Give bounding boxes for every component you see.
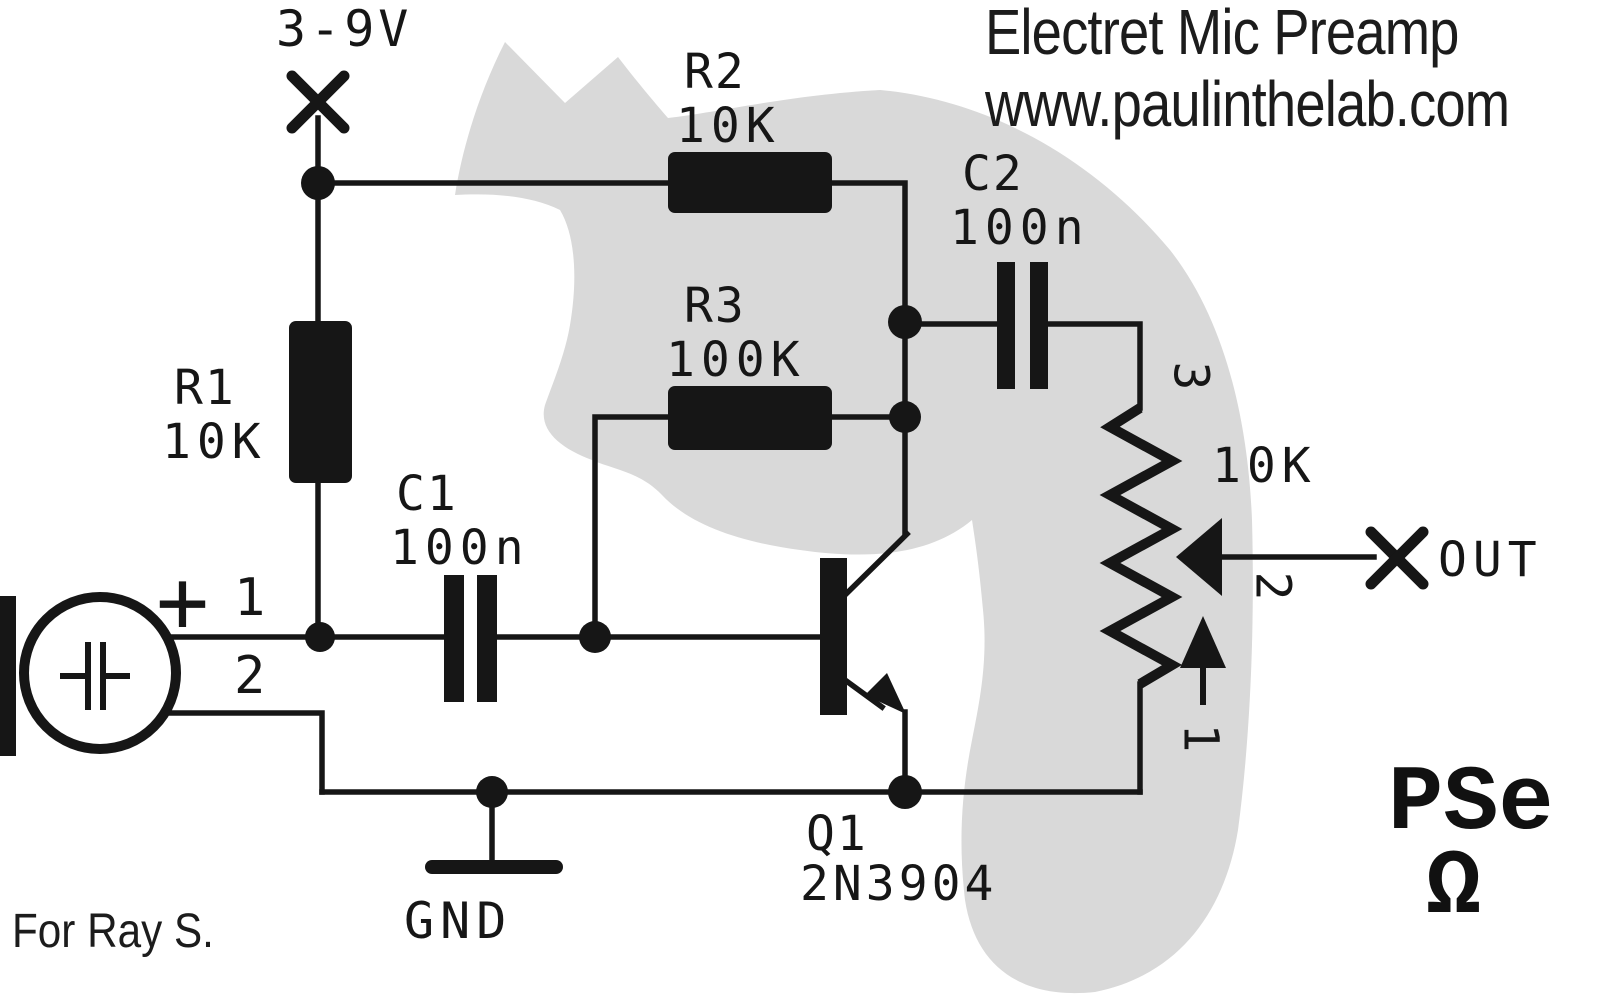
junction-base-node: [579, 621, 611, 653]
wire-r3-left-to-base-node: [592, 414, 671, 640]
wire-emitter-diag: [841, 676, 886, 711]
c1-value-label: 100n: [390, 520, 530, 576]
junction-dots: [301, 166, 922, 809]
junction-r3-collector: [889, 401, 921, 433]
wire-mic2-down: [145, 710, 325, 795]
mic-pin1-label: 1: [234, 568, 266, 628]
c2-value-label: 100n: [950, 200, 1090, 256]
pot-pin1-label: 1: [1172, 723, 1229, 753]
ground-label: GND: [404, 892, 513, 950]
junction-collector-c2: [888, 305, 922, 339]
junction-emitter-rail: [888, 775, 922, 809]
schematic-website: www.paulinthelab.com: [985, 68, 1510, 140]
cat-silhouette-watermark: [455, 42, 1253, 994]
resistor-r1-body: [289, 321, 352, 483]
junction-vcc: [301, 166, 335, 200]
capacitor-c2-plates: [997, 262, 1048, 389]
power-terminal-icon: [286, 70, 350, 134]
q1-value-label: 2N3904: [800, 856, 998, 912]
power-terminal-label: 3-9V: [276, 0, 413, 58]
c1-ref-label: C1: [396, 466, 458, 522]
transistor-base-bar: [820, 558, 847, 715]
junction-gnd-rail: [476, 776, 508, 808]
wire-collector-diag: [839, 530, 911, 601]
resistor-r2-body: [668, 152, 832, 213]
capacitor-c1-plates: [444, 575, 497, 702]
r2-ref-label: R2: [684, 44, 746, 100]
junction-mic-r1-c1: [305, 622, 335, 652]
dedication-text: For Ray S.: [12, 905, 214, 958]
r2-value-label: 10K: [676, 98, 781, 154]
pot-zigzag: [1099, 403, 1183, 689]
resistor-r3-body: [668, 386, 832, 450]
output-terminal-label: OUT: [1438, 532, 1543, 588]
r3-value-label: 100K: [666, 332, 806, 388]
mic-capsule-symbol: [60, 642, 130, 710]
logo-pse: PSe: [1388, 751, 1554, 856]
logo-omega-icon: Ω: [1426, 835, 1482, 940]
c2-ref-label: C2: [962, 146, 1024, 202]
mic-plus-label: +: [156, 550, 209, 653]
mic-pin2-label: 2: [234, 646, 266, 706]
r3-ref-label: R3: [684, 278, 746, 334]
pot-wiper-arrow: [1176, 518, 1222, 596]
pot-value-label: 10K: [1212, 438, 1317, 494]
transistor-emitter-arrow: [865, 673, 906, 714]
wire-c2-to-pot: [1045, 321, 1143, 411]
schematic-title: Electret Mic Preamp: [985, 0, 1459, 68]
r1-ref-label: R1: [174, 360, 236, 416]
r1-value-label: 10K: [162, 414, 267, 470]
pot-adjust-arrow-head: [1180, 616, 1226, 668]
pot-pin3-label: 3: [1162, 361, 1219, 391]
pot-pin2-label: 2: [1244, 571, 1301, 601]
mic-body-bar: [0, 596, 16, 756]
q1-ref-label: Q1: [806, 806, 868, 862]
output-terminal-icon: [1365, 526, 1429, 590]
